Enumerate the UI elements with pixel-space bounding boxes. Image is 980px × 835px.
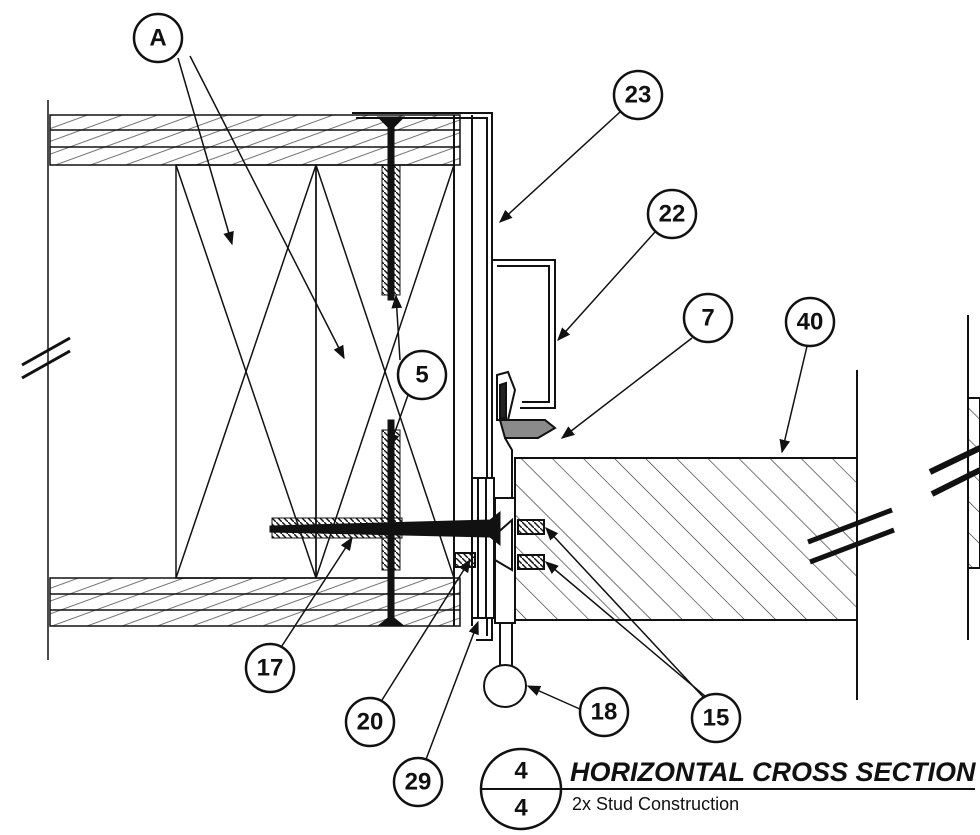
section-subtitle: 2x Stud Construction	[572, 794, 739, 814]
svg-text:40: 40	[797, 309, 824, 336]
svg-text:29: 29	[405, 769, 432, 796]
callout-7: 7	[682, 292, 734, 344]
svg-text:5: 5	[415, 362, 428, 389]
callout-5: 5	[396, 349, 448, 401]
callout-29: 29	[392, 756, 444, 808]
svg-text:20: 20	[357, 709, 384, 736]
svg-text:15: 15	[703, 705, 730, 732]
callout-40: 40	[784, 296, 836, 348]
section-title: HORIZONTAL CROSS SECTION	[570, 757, 976, 787]
break-symbol-right	[807, 507, 895, 565]
svg-text:A: A	[149, 25, 166, 52]
adjacent-wall	[928, 315, 980, 640]
callout-23: 23	[612, 69, 664, 121]
detail-number: 4	[514, 758, 528, 785]
break-symbol-left	[21, 336, 71, 380]
slab-40	[514, 370, 858, 700]
weather-seal	[498, 419, 557, 439]
svg-text:17: 17	[257, 655, 284, 682]
callout-22: 22	[646, 188, 698, 240]
callout-a: A	[132, 12, 184, 64]
svg-text:18: 18	[591, 699, 618, 726]
callout-17: 17	[244, 642, 296, 694]
callout-15: 15	[690, 692, 742, 744]
leader-lines	[177, 55, 809, 763]
callout-20: 20	[344, 696, 396, 748]
shim-plate-20	[471, 477, 495, 619]
title-block: 4 4 HORIZONTAL CROSS SECTION 2x Stud Con…	[479, 747, 976, 831]
bottom-sheathing	[49, 577, 461, 627]
svg-text:22: 22	[659, 201, 686, 228]
svg-text:23: 23	[625, 82, 652, 109]
screws	[269, 116, 501, 627]
sheet-number: 4	[514, 795, 528, 822]
handle-knob-18	[483, 664, 527, 708]
callout-18: 18	[578, 686, 630, 738]
svg-text:7: 7	[701, 305, 714, 332]
